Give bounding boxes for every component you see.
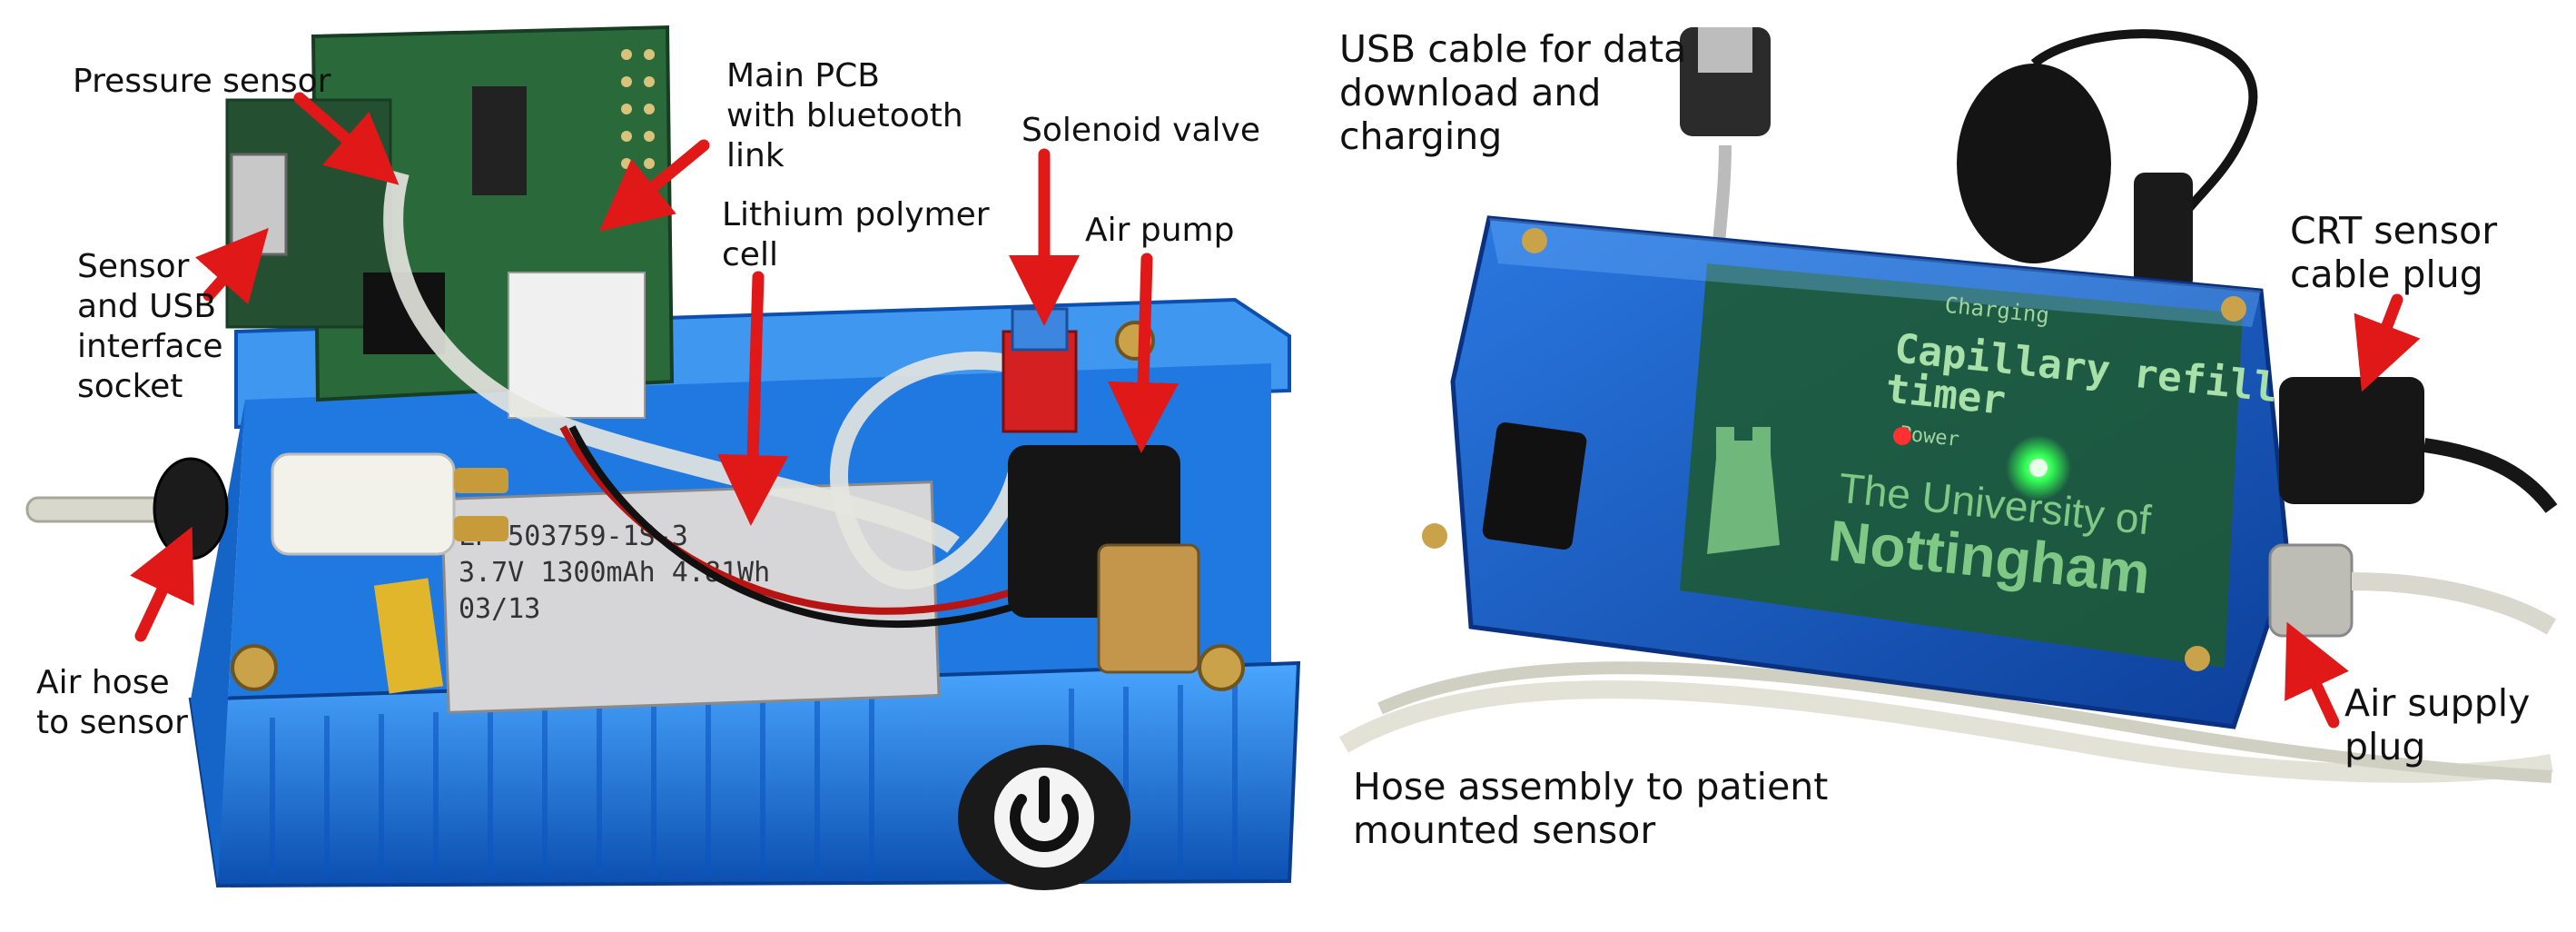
- crt-cable: [2423, 438, 2558, 513]
- cable-reel: [1957, 64, 2111, 263]
- green-led: [2029, 459, 2048, 477]
- air-pump-motor: [1097, 543, 1200, 674]
- lid-screw: [1422, 523, 1447, 549]
- label-hose-assembly: Hose assembly to patient mounted sensor: [1353, 765, 1829, 852]
- left-device-photo: LP-503759-1S-3 3.7V 1300mAh 4.81Wh 03/13: [25, 25, 1301, 890]
- arrow-air-supply: [2285, 621, 2349, 729]
- silicone-tubing: [830, 351, 1026, 590]
- switch-component: [1482, 421, 1587, 550]
- hose-assembly-tube: [1338, 680, 2553, 783]
- power-symbol-icon: [1010, 794, 1079, 852]
- label-solenoid-valve: Solenoid valve: [1022, 112, 1260, 149]
- brass-fitting: [454, 468, 508, 493]
- label-crt-plug: CRT sensor cable plug: [2290, 209, 2498, 296]
- screw-post: [231, 644, 278, 691]
- arrow-main-pcb: [598, 139, 710, 232]
- hose-assembly-tube: [1377, 661, 2552, 783]
- brass-fitting: [454, 516, 508, 541]
- label-air-pump: Air pump: [1085, 212, 1235, 249]
- label-air-supply: Air supply plug: [2344, 681, 2531, 768]
- lid-sheen: [1489, 218, 2261, 327]
- air-supply-plug: [2268, 543, 2354, 638]
- usb-socket: [230, 153, 288, 256]
- battery-edge: [373, 578, 444, 694]
- label-air-hose: Air hose to sensor: [36, 664, 188, 741]
- arrow-air-pump: [1108, 253, 1179, 453]
- lid-screw: [2185, 646, 2210, 671]
- solenoid-valve-top: [1011, 307, 1069, 352]
- enclosure-left-wall: [191, 400, 245, 886]
- air-hose-connector: [153, 457, 229, 560]
- red-led: [1893, 427, 1911, 445]
- battery-print-line3: 03/13: [459, 593, 540, 625]
- wire-red-black: [568, 425, 1023, 628]
- cable-connector: [2134, 173, 2193, 291]
- crt-sensor-cable-plug: [2279, 377, 2424, 504]
- internal-pcb: [1680, 263, 2243, 668]
- label-main-pcb: Main PCB with bluetooth link: [726, 57, 963, 174]
- arrow-crt-plug: [2354, 293, 2421, 392]
- right-device-photo: Charging Capillary refill timer Power Th…: [1338, 27, 2558, 783]
- lid-screw: [1522, 228, 1547, 253]
- screw-post: [1198, 644, 1245, 691]
- arrow-pressure-sensor: [293, 92, 400, 185]
- arrow-lithium-cell: [717, 271, 789, 526]
- left-annotation-arrows: [130, 92, 1179, 642]
- arrow-sensor-usb-socket: [194, 227, 269, 305]
- arrow-air-hose: [130, 526, 194, 642]
- label-pressure-sensor: Pressure sensor: [73, 63, 331, 100]
- right-annotation-arrows: [2285, 293, 2421, 729]
- label-usb-cable: USB cable for data download and charging: [1339, 27, 1687, 158]
- university-crest-logo: [1707, 427, 1780, 554]
- label-sensor-usb-socket: Sensor and USB interface socket: [77, 248, 223, 405]
- hose-connector-block: [271, 452, 456, 556]
- usb-plug-metal: [1698, 27, 1752, 73]
- lid-screw: [2221, 296, 2246, 322]
- label-lithium-cell: Lithium polymer cell: [722, 196, 990, 273]
- wire-red-black: [559, 425, 1019, 615]
- air-supply-tube: [2351, 572, 2557, 635]
